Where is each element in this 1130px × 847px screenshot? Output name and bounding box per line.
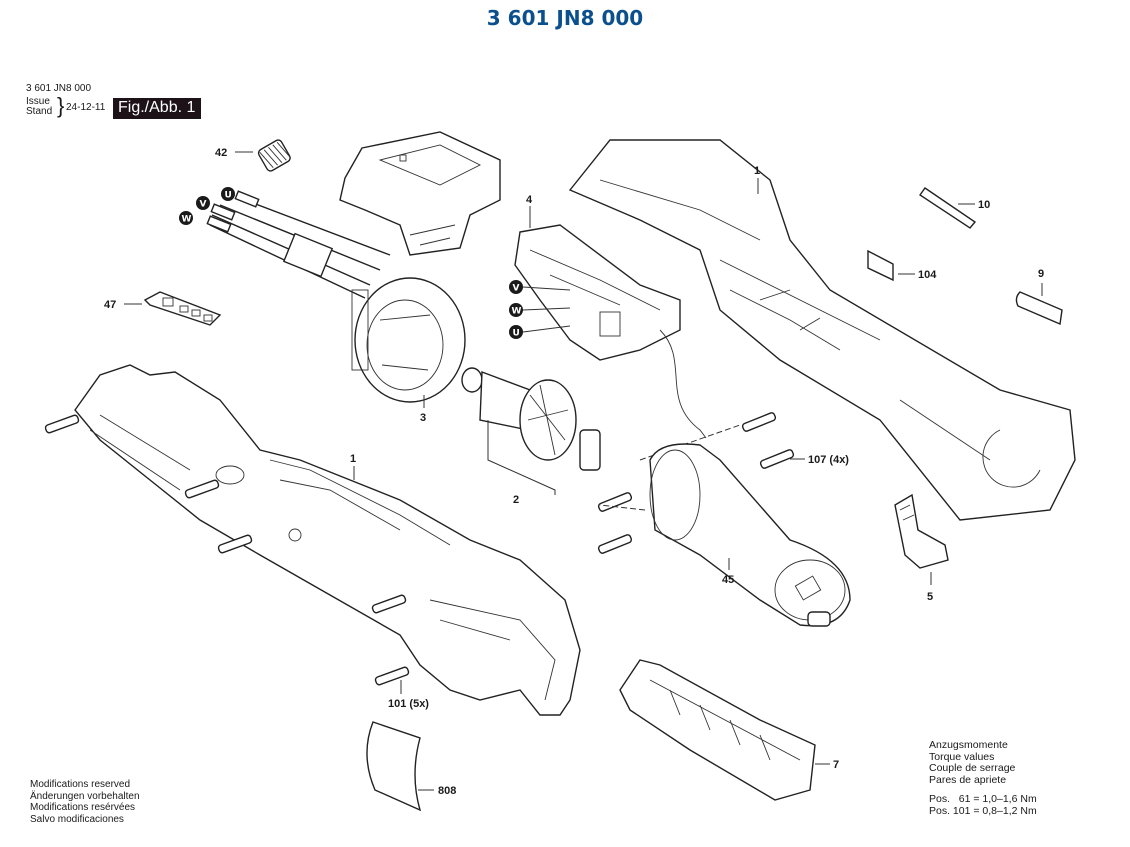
callout-47: 47	[104, 299, 116, 311]
torque-pos-101: Pos. 101 = 0,8–1,2 Nm	[929, 804, 1037, 817]
badge-leaders	[522, 286, 571, 333]
callout-101: 101 (5x)	[388, 698, 429, 710]
modifications-en: Modifications reserved	[30, 779, 131, 790]
modifications-es: Salvo modificaciones	[30, 813, 124, 825]
issue-date: 24-12-11	[66, 102, 106, 113]
issue-stand-labels: Issue Stand	[26, 97, 52, 117]
svg-text:U: U	[513, 329, 520, 339]
wire-badge-u-switch: U	[509, 325, 523, 339]
svg-text:U: U	[225, 191, 232, 201]
callout-808: 808	[438, 785, 456, 797]
header-part-number: 3 601 JN8 000	[26, 83, 92, 94]
wire-badge-w-switch: W	[509, 303, 523, 317]
brace-glyph: }	[57, 93, 65, 118]
callout-4: 4	[526, 194, 533, 206]
callout-2: 2	[513, 494, 519, 506]
callout-42: 42	[215, 147, 227, 159]
torque-values-block: Anzugsmomente Torque values Couple de se…	[929, 739, 1037, 817]
callout-107: 107 (4x)	[808, 454, 849, 466]
part-housing-upper-1	[568, 139, 1076, 521]
modifications-fr: Modifications resérvées	[30, 802, 136, 813]
part-switch-4	[514, 224, 707, 439]
part-label-9	[1015, 291, 1063, 326]
part-stator-3	[351, 277, 466, 403]
modifications-notice: Modifications reserved Änderungen vorbeh…	[30, 779, 140, 825]
figure-label: Fig./Abb. 1	[113, 98, 202, 119]
svg-text:W: W	[512, 307, 522, 317]
part-motor-wires	[206, 190, 391, 299]
part-label-104	[867, 249, 894, 282]
wire-badge-v-switch: V	[509, 280, 523, 294]
torque-pos-61: Pos. 61 = 1,0–1,6 Nm	[929, 793, 1037, 805]
torque-heading-es: Pares de apriete	[929, 773, 1007, 786]
part-label-10	[919, 187, 977, 229]
part-housing-lower-1	[74, 364, 581, 716]
modifications-de: Änderungen vorbehalten	[30, 790, 140, 802]
part-spring-42	[257, 139, 291, 172]
callout-104: 104	[918, 269, 937, 281]
callout-7: 7	[833, 759, 839, 771]
svg-text:V: V	[200, 200, 207, 210]
torque-heading-fr: Couple de serrage	[929, 762, 1016, 774]
part-screws-101	[44, 414, 410, 686]
callout-10: 10	[978, 199, 990, 211]
callout-5: 5	[927, 591, 933, 603]
stand-label: Stand	[26, 106, 53, 117]
callout-3: 3	[420, 412, 426, 424]
page-title: 3 601 JN8 000	[486, 6, 644, 30]
leader-2	[487, 420, 556, 495]
part-clip-5	[894, 493, 949, 569]
svg-text:V: V	[513, 284, 520, 294]
torque-heading-de: Anzugsmomente	[929, 739, 1008, 751]
part-rotor-2	[461, 367, 601, 471]
callout-1-lower: 1	[350, 453, 356, 465]
callout-9: 9	[1038, 268, 1044, 280]
part-label-47	[143, 291, 222, 326]
part-ratchet-head-45	[649, 443, 851, 627]
part-screws-107	[597, 412, 795, 554]
callout-45: 45	[722, 574, 734, 586]
svg-text:W: W	[182, 215, 192, 225]
torque-heading-en: Torque values	[929, 750, 995, 763]
part-switch-board	[339, 131, 501, 256]
callout-1-upper: 1	[754, 165, 760, 177]
part-label-808	[366, 721, 422, 812]
part-cover-7	[619, 659, 816, 801]
wire-badge-w-left: W	[179, 211, 193, 225]
issue-label: Issue	[26, 96, 50, 107]
wire-badge-v-left: V	[196, 196, 210, 210]
wire-badge-u-left: U	[221, 187, 235, 201]
